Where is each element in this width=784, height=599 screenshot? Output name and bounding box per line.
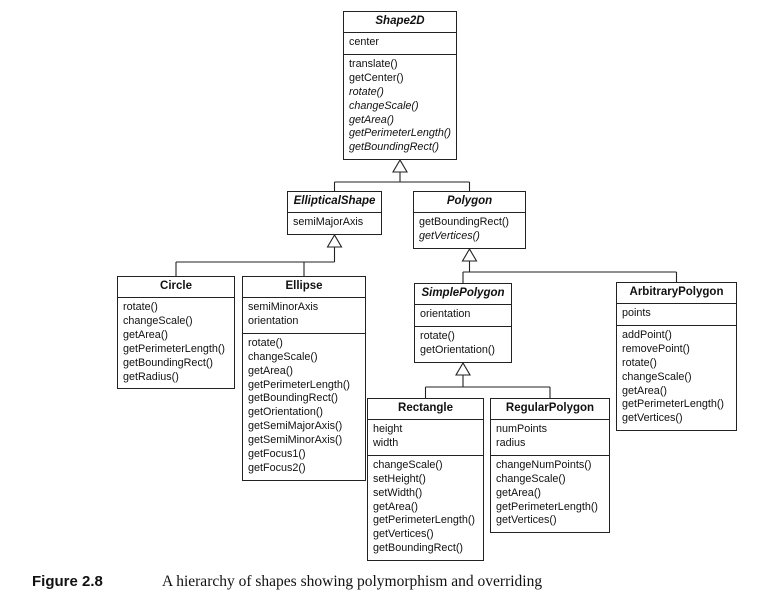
class-section: getBoundingRect()getVertices() [414,213,525,248]
class-member: getBoundingRect() [248,392,339,405]
class-name: Ellipse [243,277,365,298]
class-section: points [617,304,736,326]
class-member: getSemiMajorAxis() [248,420,343,433]
class-name: RegularPolygon [491,399,609,420]
class-member: orientation [420,308,471,320]
class-box-shape2d: Shape2D center translate()getCenter()rotat… [343,11,457,161]
inheritance-arrow-polygon [461,247,478,262]
class-member: getPerimeterLength() [373,514,476,527]
class-section: semiMajorAxis [288,213,381,234]
class-member: getOrientation() [420,343,496,356]
class-member: orientation [248,314,299,327]
class-member: rotate() [349,85,384,98]
class-member: getPerimeterLength() [123,342,226,355]
class-member: addPoint() [622,328,672,341]
class-member: center [349,36,380,48]
class-member: rotate() [420,329,455,342]
class-member: getBoundingRect() [373,542,464,555]
class-section: changeScale()setHeight()setWidth()getAre… [368,456,483,560]
class-member: changeScale() [123,314,193,327]
class-member: rotate() [622,356,657,369]
class-member: changeNumPoints() [496,458,592,471]
class-member: height [373,423,403,435]
class-name: Rectangle [368,399,483,420]
class-member: getBoundingRect() [123,356,214,369]
class-member: removePoint() [622,342,690,355]
class-member: setHeight() [373,472,426,485]
class-member: setWidth() [373,486,423,499]
inheritance-arrow-simplepolygon [455,361,471,376]
caption-label: Figure 2.8 [32,573,103,590]
class-member: getPerimeterLength() [622,398,725,411]
inheritance-arrow-shape2d [392,158,408,173]
class-section: changeNumPoints()changeScale()getArea()g… [491,456,609,533]
class-name: Polygon [414,192,525,213]
class-member: getBoundingRect() [349,141,440,154]
class-member: getPerimeterLength() [248,378,351,391]
class-member: getVertices() [419,229,480,242]
class-member: translate() [349,57,398,70]
class-box-arbitrarypolygon: ArbitraryPolygon points addPoint()removePo… [616,282,737,432]
class-member: numPoints [496,423,548,435]
class-member: getSemiMinorAxis() [248,434,343,447]
class-member: rotate() [123,301,158,313]
class-member: getCenter() [349,71,404,84]
class-member: getArea() [349,113,395,126]
class-member: getVertices() [373,528,434,541]
class-member: getArea() [123,328,169,341]
class-member: radius [496,436,526,449]
class-section: addPoint()removePoint()rotate()changeSca… [617,326,736,430]
class-member: getFocus1() [248,448,306,461]
class-member: getVertices() [496,514,557,527]
class-member: changeScale() [373,458,443,471]
class-name: Circle [118,277,234,298]
class-member: getArea() [622,384,668,397]
class-member: getPerimeterLength() [349,127,452,140]
class-member: semiMinorAxis [248,301,319,313]
class-name: EllipticalShape [288,192,381,213]
class-section: center [344,33,456,55]
class-member: changeScale() [622,370,692,383]
class-member: points [622,307,651,319]
class-member: getFocus2() [248,461,306,474]
class-member: getPerimeterLength() [496,500,599,513]
class-member: changeScale() [496,472,566,485]
class-member: getArea() [248,364,294,377]
class-section: rotate()changeScale()getArea()getPerimet… [118,298,234,388]
class-name: Shape2D [344,12,456,33]
class-member: getArea() [496,486,542,499]
class-member: changeScale() [248,350,318,363]
class-member: width [373,436,399,449]
class-member: getOrientation() [248,406,324,419]
class-box-simplepolygon: SimplePolygon orientation rotate()getOrien… [414,283,512,363]
class-member: semiMajorAxis [293,216,364,228]
class-name: ArbitraryPolygon [617,283,736,304]
class-section: translate()getCenter()rotate()changeScal… [344,55,456,159]
class-member: getArea() [373,500,419,513]
class-member: getRadius() [123,370,179,383]
class-name: SimplePolygon [415,284,511,305]
caption-text: A hierarchy of shapes showing polymorphi… [162,573,543,590]
inheritance-arrow-ellipticalshape [326,233,343,248]
class-member: getBoundingRect() [419,216,510,228]
class-member: rotate() [248,336,283,349]
class-section: rotate()getOrientation() [415,327,511,362]
class-member: changeScale() [349,99,419,112]
figure-caption: Figure 2.8 A hierarchy of shapes showing … [32,573,542,591]
class-box-ellipticalshape: EllipticalShape semiMajorAxis [287,191,382,235]
class-member: getVertices() [622,412,683,425]
class-section: orientation [415,305,511,327]
class-section: rotate()changeScale()getArea()getPerimet… [243,334,365,480]
